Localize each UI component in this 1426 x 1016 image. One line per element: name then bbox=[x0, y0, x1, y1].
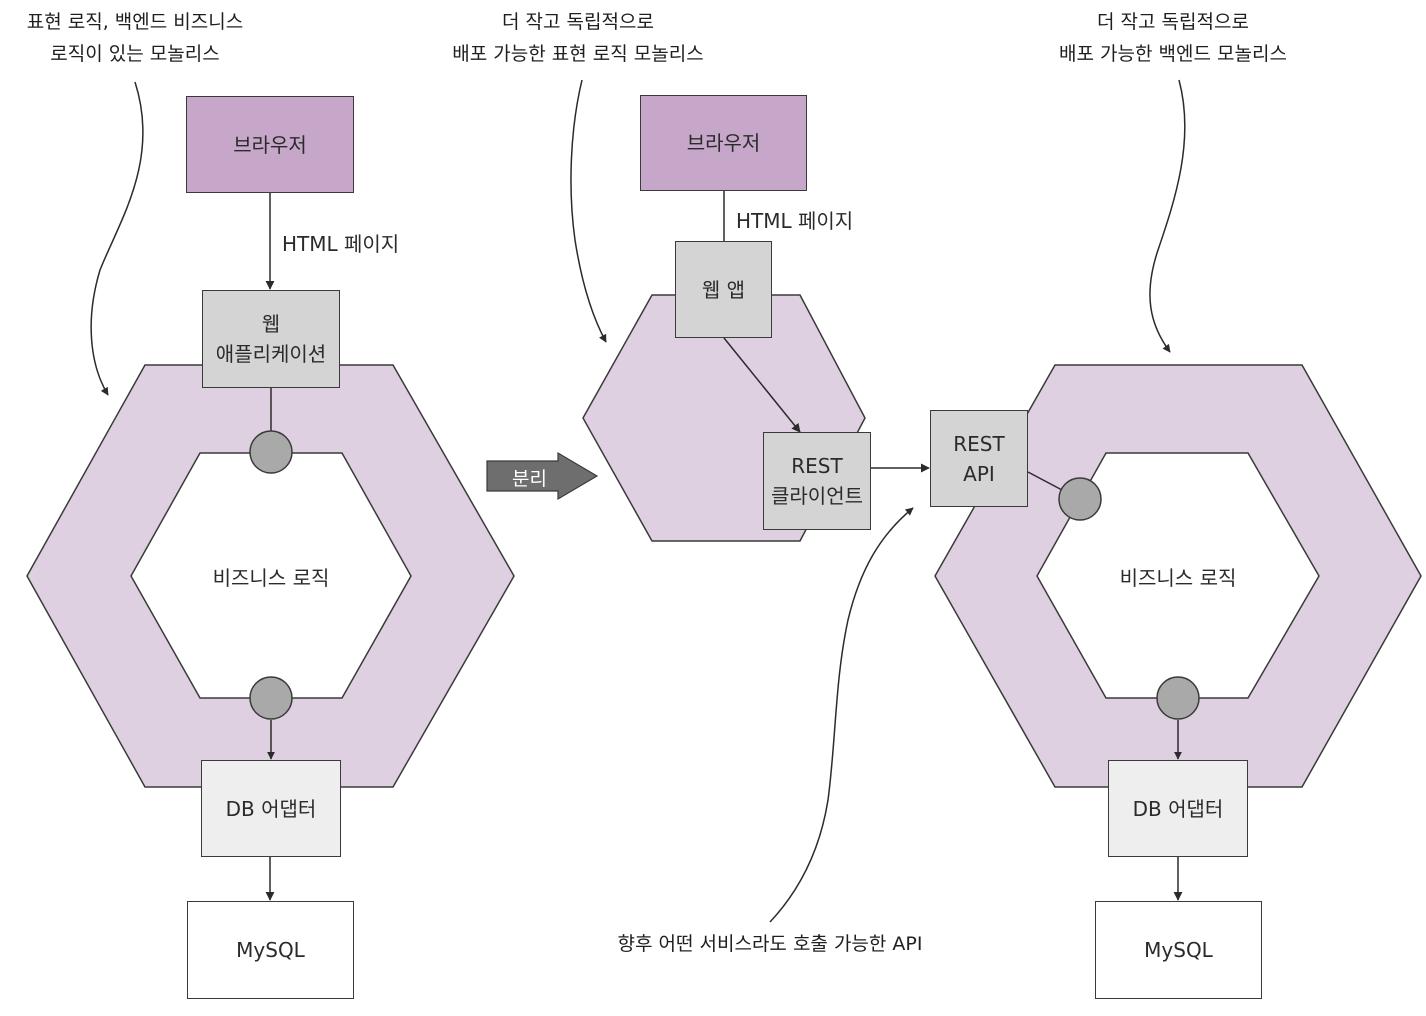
left-annotation-pointer bbox=[90, 81, 144, 396]
right-top-port bbox=[1058, 477, 1102, 521]
right-mysql-label: MySQL bbox=[1144, 938, 1213, 962]
annotation-line: 표현 로직, 백엔드 비즈니스 bbox=[26, 11, 244, 33]
annotation-line: 로직이 있는 모놀리스 bbox=[50, 43, 220, 65]
left-bottom-port bbox=[249, 676, 293, 720]
left-top-port bbox=[249, 430, 293, 474]
split-arrow-label: 분리 bbox=[512, 468, 547, 490]
left-hexagon-ring bbox=[26, 364, 515, 788]
left-business-logic-label: 비즈니스 로직 bbox=[212, 566, 330, 590]
split-arrow bbox=[486, 451, 599, 501]
api-note-annotation: 향후 어떤 서비스라도 호출 가능한 API bbox=[580, 928, 960, 960]
left-web-application-box: 웹 애플리케이션 bbox=[202, 290, 340, 388]
middle-rest-client-box: REST 클라이언트 bbox=[763, 432, 871, 530]
left-db-adapter-label: DB 어댑터 bbox=[225, 796, 317, 821]
middle-rest-client-label-line1: REST bbox=[791, 454, 843, 478]
right-hexagon-ring bbox=[934, 364, 1422, 788]
right-bottom-port bbox=[1156, 676, 1200, 720]
right-rest-api-label-line1: REST bbox=[953, 431, 1005, 456]
left-mysql-box: MySQL bbox=[187, 901, 354, 999]
right-db-adapter-label: DB 어댑터 bbox=[1132, 796, 1224, 821]
left-mysql-label: MySQL bbox=[236, 938, 305, 962]
api-note-pointer bbox=[769, 507, 914, 923]
right-rest-api-box: REST API bbox=[930, 410, 1028, 507]
annotation-line: 더 작고 독립적으로 bbox=[1097, 11, 1249, 33]
annotation-line: 배포 가능한 표현 로직 모놀리스 bbox=[452, 43, 704, 65]
right-db-adapter-box: DB 어댑터 bbox=[1108, 760, 1248, 857]
middle-annotation-pointer bbox=[570, 79, 607, 343]
middle-web-app-box: 웹 앱 bbox=[675, 241, 772, 338]
right-mysql-box: MySQL bbox=[1095, 901, 1262, 999]
middle-webapp-to-restclient-arrow bbox=[723, 337, 801, 433]
middle-web-app-label: 웹 앱 bbox=[701, 277, 746, 302]
middle-browser-label: 브라우저 bbox=[686, 131, 761, 155]
middle-rest-client-label-line2: 클라이언트 bbox=[771, 484, 863, 508]
left-monolith-annotation: 표현 로직, 백엔드 비즈니스 로직이 있는 모놀리스 bbox=[0, 6, 270, 70]
annotation-line: 향후 어떤 서비스라도 호출 가능한 API bbox=[617, 933, 923, 955]
left-db-adapter-box: DB 어댑터 bbox=[201, 760, 341, 857]
right-restapi-to-port-line bbox=[1027, 471, 1063, 491]
right-annotation-pointer bbox=[1149, 79, 1186, 353]
annotation-line: 배포 가능한 백엔드 모놀리스 bbox=[1059, 43, 1287, 65]
left-web-app-label-line2: 애플리케이션 bbox=[215, 342, 327, 366]
middle-browser-box: 브라우저 bbox=[640, 95, 807, 191]
right-business-logic-label: 비즈니스 로직 bbox=[1119, 566, 1237, 590]
right-rest-api-label-line2: API bbox=[963, 461, 995, 486]
annotation-line: 더 작고 독립적으로 bbox=[502, 11, 654, 33]
left-web-app-label-line1: 웹 bbox=[261, 312, 281, 336]
left-browser-label: 브라우저 bbox=[233, 132, 307, 157]
middle-html-page-label: HTML 페이지 bbox=[736, 209, 854, 233]
left-browser-box: 브라우저 bbox=[186, 96, 354, 193]
right-monolith-annotation: 더 작고 독립적으로 배포 가능한 백엔드 모놀리스 bbox=[1028, 6, 1318, 70]
middle-monolith-annotation: 더 작고 독립적으로 배포 가능한 표현 로직 모놀리스 bbox=[418, 6, 738, 70]
left-html-page-label: HTML 페이지 bbox=[282, 232, 400, 256]
